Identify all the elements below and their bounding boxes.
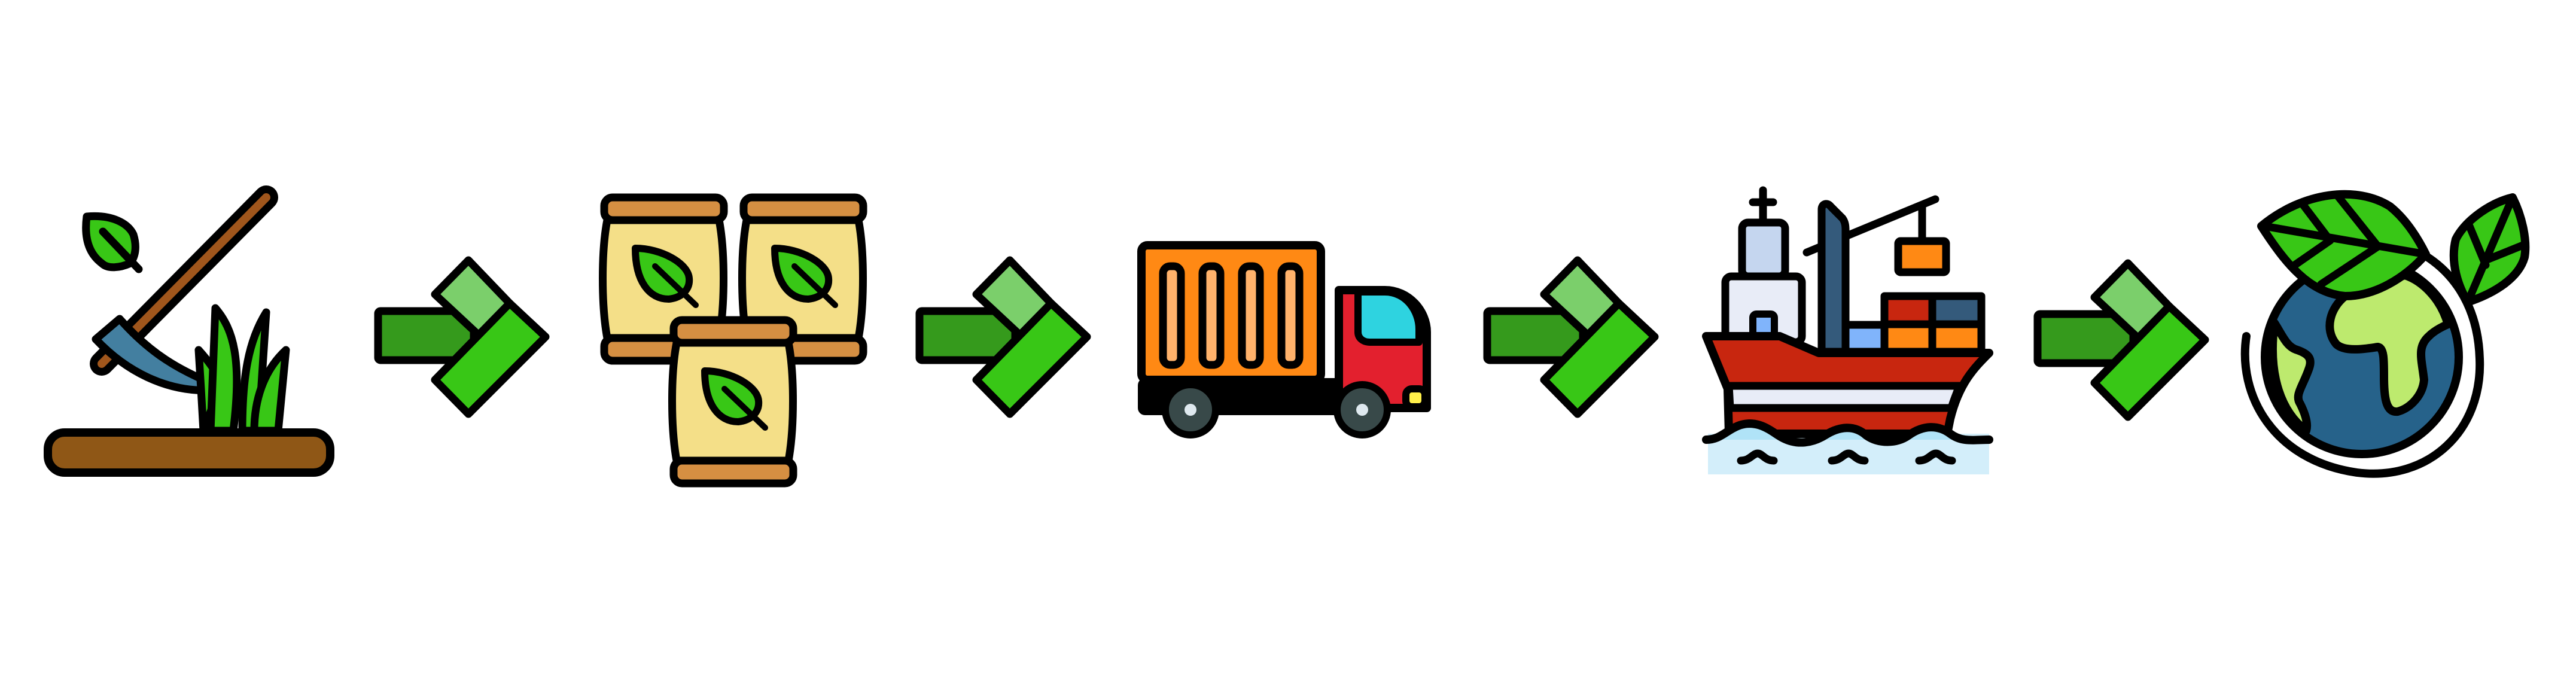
arrow-right-icon	[2018, 242, 2228, 440]
seed-sacks-icon	[599, 193, 885, 503]
cargo-ship-icon	[1702, 186, 1993, 474]
arrow-right-icon	[1468, 239, 1677, 437]
harvest-scythe-icon	[44, 185, 334, 477]
arrow-right-icon	[359, 239, 568, 437]
delivery-truck-icon	[1137, 241, 1431, 438]
arrow-right-icon	[900, 239, 1110, 437]
eco-globe-icon	[2240, 190, 2530, 478]
